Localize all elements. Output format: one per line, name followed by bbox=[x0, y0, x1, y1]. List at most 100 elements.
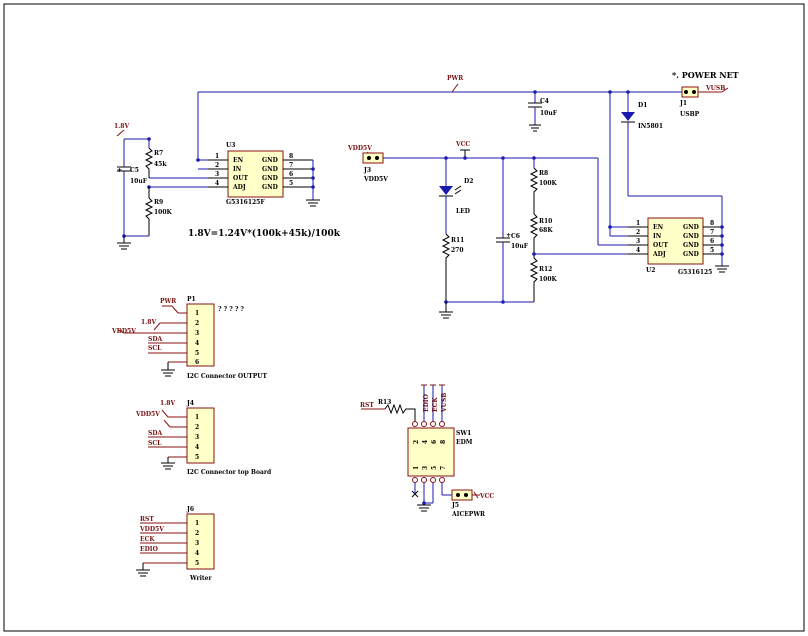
p1-scl-label: SCL bbox=[148, 345, 162, 352]
j3-ref: J3 bbox=[363, 167, 371, 174]
u2-part: G5316125 bbox=[678, 269, 712, 276]
u3-pin-5-num: 5 bbox=[289, 180, 293, 187]
j6-connector[interactable]: J6 1 2 3 4 5 Writer RST VDD5V ECK EDIO bbox=[136, 506, 215, 582]
u2-pin-5-num: 5 bbox=[710, 247, 714, 254]
j1-value: USBP bbox=[680, 111, 700, 118]
c6-capacitor[interactable]: + C6 10uF bbox=[496, 158, 529, 302]
u2-ref: U2 bbox=[646, 267, 655, 274]
sw1-pin-1: 1 bbox=[413, 466, 420, 470]
u3-ref: U3 bbox=[226, 142, 235, 149]
u3-part: G5316125F bbox=[226, 199, 265, 206]
p1-vdd5v-label: VDD5V bbox=[111, 328, 136, 335]
vdd5v-label: VDD5V bbox=[347, 145, 372, 152]
j6-pin-4: 4 bbox=[195, 550, 199, 557]
u3-pin-en: EN bbox=[233, 157, 244, 164]
c4-ref: C4 bbox=[540, 98, 549, 105]
j3-value: VDD5V bbox=[363, 176, 388, 183]
sheet-border bbox=[3, 3, 805, 632]
j4-pin-5: 5 bbox=[195, 454, 199, 461]
j1-connector[interactable]: J1 USBP VUSB bbox=[679, 85, 729, 118]
p1-pin-2: 2 bbox=[195, 320, 199, 327]
r10-resistor[interactable]: R10 68K bbox=[529, 213, 638, 258]
u2-pin-1-num: 1 bbox=[636, 220, 640, 227]
u2-pin-adj: ADJ bbox=[652, 251, 666, 258]
r12-resistor[interactable]: R12 100K bbox=[529, 257, 558, 302]
j6-eck-label: ECK bbox=[140, 536, 155, 543]
r7-ref: R7 bbox=[154, 150, 163, 157]
r8-resistor[interactable]: R8 100K bbox=[529, 158, 558, 214]
j4-pin-2: 2 bbox=[195, 424, 199, 431]
p1-sda-label: SDA bbox=[148, 336, 163, 343]
c5-plus: + bbox=[117, 167, 122, 174]
p1-pin-3: 3 bbox=[195, 330, 199, 337]
u3-pin-4-num: 4 bbox=[215, 180, 219, 187]
sw1-eck-label: ECK bbox=[432, 397, 439, 412]
sw1-vusb-label: VUSB bbox=[441, 393, 448, 413]
j6-pin-3: 3 bbox=[195, 540, 199, 547]
u3-pin-3-num: 3 bbox=[215, 171, 219, 178]
u3-pin-gnd-8: GND bbox=[262, 157, 278, 164]
c5-ref: C5 bbox=[130, 167, 139, 174]
d1-ref: D1 bbox=[638, 102, 647, 109]
d2-ref: D2 bbox=[464, 178, 473, 185]
left-ground bbox=[117, 234, 149, 250]
r7-resistor[interactable]: R7 45k bbox=[144, 147, 167, 178]
j6-rst-label: RST bbox=[140, 516, 154, 523]
r8-ref: R8 bbox=[539, 170, 548, 177]
r10-ref: R10 bbox=[539, 218, 552, 225]
c6-plus: + bbox=[506, 232, 511, 239]
u2-pin-in: IN bbox=[653, 233, 662, 240]
j4-pin-4: 4 bbox=[195, 444, 199, 451]
d2-value: LED bbox=[456, 208, 470, 215]
r9-resistor[interactable]: R9 100K bbox=[144, 187, 173, 236]
j4-sda-label: SDA bbox=[148, 430, 163, 437]
u2-pin-gnd-6: GND bbox=[683, 242, 699, 249]
u2-regulator[interactable]: U2 G5316125 1 2 3 4 EN IN OUT ADJ GND GN… bbox=[628, 217, 722, 276]
v18-net-left: 1.8V bbox=[114, 123, 208, 189]
u3-ground-net bbox=[306, 160, 320, 207]
u3-regulator[interactable]: U3 G5316125F 1 2 3 4 EN IN OUT ADJ GND G… bbox=[208, 142, 313, 206]
r11-ref: R11 bbox=[451, 237, 464, 244]
u3-pin-gnd-7: GND bbox=[262, 166, 278, 173]
u3-pin-in: IN bbox=[233, 166, 242, 173]
r13-resistor[interactable]: RST R13 bbox=[360, 399, 416, 421]
p1-connector[interactable]: P1 ? ? ? ? ? 1 2 3 4 5 6 I2C Connector O… bbox=[111, 296, 268, 380]
c5-capacitor[interactable]: + C5 10uF bbox=[117, 166, 148, 236]
r12-ref: R12 bbox=[539, 266, 552, 273]
sw1-pin-3: 3 bbox=[422, 466, 429, 470]
p1-pin-5: 5 bbox=[195, 350, 199, 357]
r8-value: 100K bbox=[539, 180, 558, 187]
u2-pin-8-num: 8 bbox=[710, 220, 714, 227]
u2-pin-gnd-7: GND bbox=[683, 233, 699, 240]
u2-pin-3-num: 3 bbox=[636, 238, 640, 245]
sw1-pin-8: 8 bbox=[440, 440, 447, 444]
r13-ref: R13 bbox=[378, 399, 391, 406]
r12-value: 100K bbox=[539, 276, 558, 283]
u3-in-wire bbox=[196, 158, 208, 170]
d2-led[interactable]: D2 LED bbox=[439, 158, 473, 234]
j6-pin-2: 2 bbox=[195, 530, 199, 537]
p1-pwr-label: PWR bbox=[160, 298, 177, 305]
r11-resistor[interactable]: R11 270 bbox=[441, 233, 464, 302]
sw1-value: EDM bbox=[456, 439, 473, 446]
u3-pin-out: OUT bbox=[233, 175, 248, 182]
u3-pin-8-num: 8 bbox=[289, 153, 293, 160]
c4-capacitor[interactable]: C4 10uF bbox=[528, 92, 558, 132]
u2-pin-en: EN bbox=[653, 224, 664, 231]
j6-ref: J6 bbox=[186, 506, 194, 513]
j4-caption: I2C Connector top Board bbox=[187, 469, 272, 476]
u2-pin-out: OUT bbox=[653, 242, 668, 249]
divider-formula: 1.8V=1.24V*(100k+45k)/100k bbox=[188, 228, 341, 239]
r9-value: 100K bbox=[154, 209, 173, 216]
p1-pin-4: 4 bbox=[195, 340, 199, 347]
j5-connector[interactable]: VCC J5 AICEPWR bbox=[451, 489, 494, 518]
p1-qmarks: ? ? ? ? ? bbox=[218, 306, 244, 313]
r11-value: 270 bbox=[451, 247, 464, 254]
vcc-label: VCC bbox=[455, 141, 470, 148]
sw1-edm[interactable]: SW1 EDM 2 4 6 8 1 3 5 7 EDIO ECK VUSB bbox=[407, 384, 473, 512]
sw1-pin-6: 6 bbox=[431, 440, 438, 444]
u2-pin-2-num: 2 bbox=[636, 229, 640, 236]
j4-connector[interactable]: J4 1 2 3 4 5 I2C Connector top Board 1.8… bbox=[135, 400, 272, 476]
sw1-pin-7: 7 bbox=[440, 466, 447, 470]
d1-diode[interactable]: D1 IN5801 bbox=[621, 92, 722, 197]
